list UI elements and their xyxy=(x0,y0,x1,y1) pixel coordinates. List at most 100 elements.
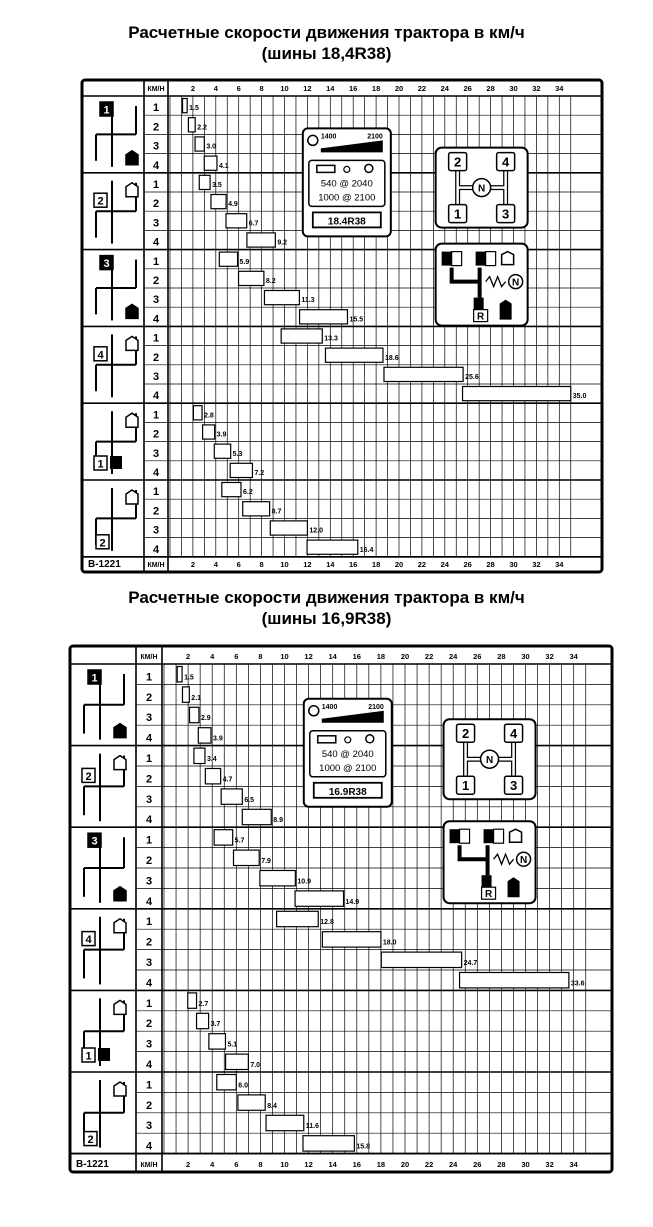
gear-number-label: 4 xyxy=(146,896,153,908)
gear-number-label: 4 xyxy=(146,1059,153,1071)
speed-value-label: 1.5 xyxy=(189,105,199,112)
header-unit-label: КМ/Н xyxy=(147,86,164,93)
gear-number-label: 1 xyxy=(153,486,159,498)
pto-shaft-icon xyxy=(317,735,337,744)
engine-icon xyxy=(308,705,320,717)
speed-value-label: 15.5 xyxy=(349,316,363,323)
tire-size-box xyxy=(312,781,383,799)
speed-bar xyxy=(194,136,205,152)
speed-bar xyxy=(237,1094,266,1111)
speed-value-label: 5.9 xyxy=(240,259,250,266)
gear-position-label: 2 xyxy=(454,155,461,170)
gearshift-diagram-icon: 2 xyxy=(83,1080,127,1148)
speed-bar xyxy=(265,1114,305,1132)
reverse-range-box xyxy=(481,875,492,888)
gear-number-label: 3 xyxy=(153,448,159,460)
speed-value-label: 9.2 xyxy=(277,240,287,247)
speed-value-label: 3.9 xyxy=(213,736,223,743)
speed-bar xyxy=(203,155,218,171)
speed-value-label: 6.5 xyxy=(244,797,254,804)
gear-number-label: 2 xyxy=(153,352,159,364)
tick-label-top: 12 xyxy=(304,652,312,661)
speed-value-label: 12.8 xyxy=(320,919,334,926)
footer-unit-label: КМ/Н xyxy=(140,1162,157,1169)
gear-number-label: 4 xyxy=(153,390,160,402)
range-label: 4 xyxy=(85,934,92,946)
speed-bar xyxy=(195,1012,210,1030)
tire-size-label: 18.4R38 xyxy=(328,216,366,227)
range-label: 2 xyxy=(87,1134,93,1146)
range-low-icon xyxy=(507,877,520,898)
gear-number-label: 2 xyxy=(153,275,159,287)
gear-number-label: 3 xyxy=(146,712,152,724)
speed-bar xyxy=(220,788,243,805)
speed-value-label: 12.0 xyxy=(309,528,323,535)
gear-number-label: 1 xyxy=(146,998,152,1010)
speed-value-label: 7.2 xyxy=(254,470,264,477)
rpm-min-label: 1400 xyxy=(322,704,338,711)
gear-number-label: 2 xyxy=(146,1100,152,1112)
tick-label-bottom: 16 xyxy=(353,1160,361,1169)
speed-value-label: 10.9 xyxy=(297,878,311,885)
range-4-box xyxy=(458,828,471,844)
tick-label-top: 14 xyxy=(329,652,338,661)
rpm-max-label: 2100 xyxy=(367,133,383,140)
range-arrow-icon xyxy=(113,885,127,902)
range-high-icon xyxy=(508,828,523,843)
gear-number-label: 4 xyxy=(146,977,153,989)
gearshift-diagram-icon: 2 xyxy=(81,753,127,822)
range-box xyxy=(87,832,102,848)
chart-title-1-line2: (шины 18,4R38) xyxy=(261,44,392,63)
tick-label-top: 18 xyxy=(377,652,385,661)
speed-bar xyxy=(321,931,382,948)
speed-bar xyxy=(232,849,260,867)
gear-position-box xyxy=(495,151,516,172)
range-neutral-label: N xyxy=(520,855,527,866)
gear-number-label: 4 xyxy=(153,313,160,325)
speed-value-label: 8.9 xyxy=(273,817,283,824)
tick-label-bottom: 8 xyxy=(260,560,264,569)
chart-title-2: Расчетные скорости движения трактора в к… xyxy=(0,587,653,629)
speed-value-label: 35.0 xyxy=(573,393,587,400)
pto-speed-540: 540 @ 2040 xyxy=(321,178,373,189)
speed-bar xyxy=(275,910,319,928)
tick-label-bottom: 22 xyxy=(418,560,426,569)
speed-value-label: 2.1 xyxy=(191,695,201,702)
chart-title-2-line2: (шины 16,9R38) xyxy=(261,609,392,628)
spring-icon xyxy=(493,852,515,866)
tick-label-top: 28 xyxy=(486,84,494,93)
range-label: 1 xyxy=(91,673,97,685)
speed-bar xyxy=(192,405,203,421)
range-neutral-label: N xyxy=(512,278,519,289)
range-label: 1 xyxy=(103,105,109,117)
tick-label-bottom: 26 xyxy=(464,560,472,569)
tick-label-bottom: 20 xyxy=(401,1160,409,1169)
speed-bar xyxy=(187,117,196,133)
range-arrow-icon xyxy=(113,1081,127,1097)
tick-label-top: 6 xyxy=(234,652,238,661)
speed-value-label: 18.6 xyxy=(385,355,399,362)
chart-title-1: Расчетные скорости движения трактора в к… xyxy=(0,22,653,64)
speed-bar xyxy=(280,328,323,344)
speed-bar xyxy=(176,665,183,683)
tick-label-bottom: 18 xyxy=(372,560,380,569)
gearshift-diagram-icon: 2 xyxy=(95,488,139,551)
speed-value-label: 8.4 xyxy=(267,1103,277,1110)
speed-bar xyxy=(210,193,227,210)
speed-bar xyxy=(324,347,384,363)
tick-label-top: 2 xyxy=(186,652,190,661)
speed-bar xyxy=(383,366,464,383)
gear-number-label: 2 xyxy=(146,692,152,704)
speed-bar xyxy=(181,97,188,114)
speed-bar xyxy=(197,727,212,744)
neutral-label: N xyxy=(486,755,493,766)
neutral-circle xyxy=(471,177,492,198)
speed-bar xyxy=(181,686,190,703)
speed-value-label: 2.7 xyxy=(199,1001,209,1008)
range-box xyxy=(81,930,96,947)
gear-number-label: 4 xyxy=(153,237,160,249)
tick-label-bottom: 16 xyxy=(349,560,357,569)
speed-bar xyxy=(461,385,572,402)
speed-bar xyxy=(380,951,463,969)
tick-label-top: 24 xyxy=(441,84,450,93)
